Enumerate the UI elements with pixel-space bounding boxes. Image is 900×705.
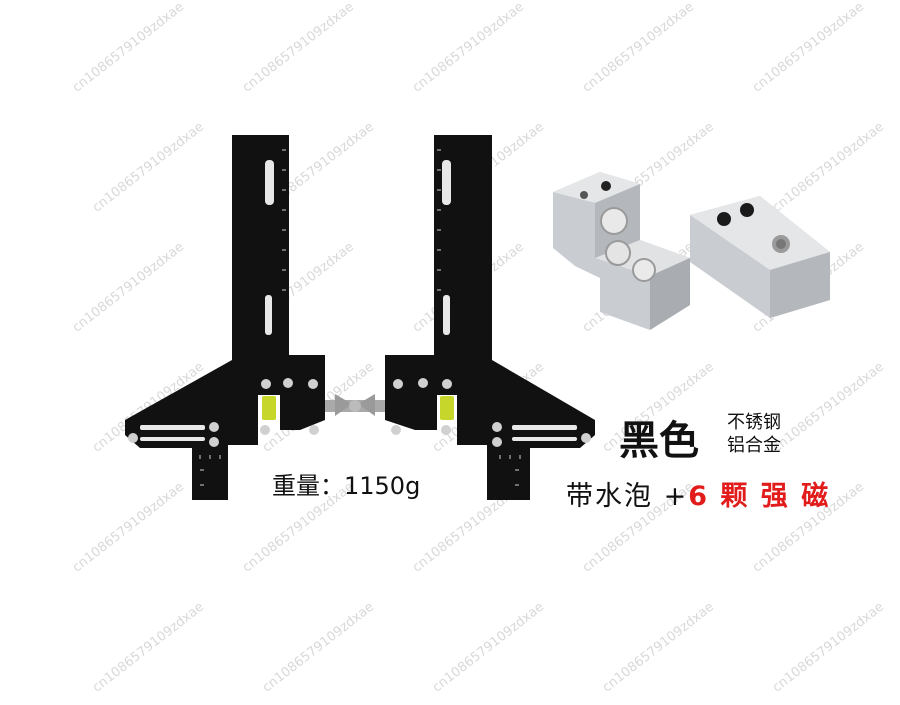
color-label: 黑色: [619, 418, 699, 464]
screw: [492, 437, 502, 447]
slot: [512, 437, 577, 441]
bubble-level: [262, 396, 276, 420]
screw: [441, 425, 451, 435]
screw: [492, 422, 502, 432]
right-bracket-tool: [385, 135, 595, 500]
screw: [128, 433, 138, 443]
material-label-aluminum: 铝合金: [727, 435, 781, 456]
screw: [261, 379, 271, 389]
left-bracket-tool: [125, 135, 325, 500]
screw: [283, 378, 293, 388]
screw: [308, 379, 318, 389]
magnet-block-large: [553, 172, 690, 330]
screw: [209, 422, 219, 432]
material-label-steel: 不锈钢: [727, 412, 781, 433]
slot: [265, 160, 274, 205]
screw: [209, 437, 219, 447]
weight-label: 重量：1150g: [272, 472, 421, 500]
slot: [265, 295, 272, 335]
screw: [391, 425, 401, 435]
magnet-block-small: [690, 196, 830, 318]
slot: [512, 425, 577, 430]
slot: [442, 160, 451, 205]
slot: [443, 295, 450, 335]
features-highlight: 6 颗 强 磁: [688, 481, 831, 512]
features-prefix: 带水泡 +: [566, 481, 689, 512]
screw: [260, 425, 270, 435]
screw: [442, 379, 452, 389]
screw: [309, 425, 319, 435]
screw: [581, 433, 591, 443]
wing-nut-clamp: [325, 394, 385, 416]
screw: [393, 379, 403, 389]
bubble-level: [440, 396, 454, 420]
slot: [140, 437, 205, 441]
screw: [418, 378, 428, 388]
slot: [140, 425, 205, 430]
features-label: 带水泡 +6 颗 强 磁: [566, 474, 830, 513]
